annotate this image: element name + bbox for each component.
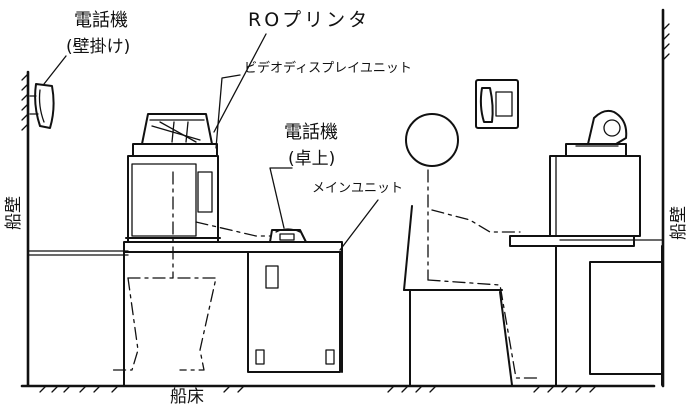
left-ship-wall <box>21 70 30 387</box>
label-video-display-unit: ビデオディスプレイユニット <box>244 60 412 76</box>
main-unit-cabinet <box>247 251 341 373</box>
label-main-unit: メインユニット <box>312 181 403 196</box>
left-operator-outline <box>111 171 271 371</box>
label-telephone-wall: 電話機 <box>74 10 128 31</box>
label-telephone-wall-sub: (壁掛け) <box>66 37 130 57</box>
label-ship-wall-right: 船壁 <box>669 206 689 240</box>
right-wall-telephone-icon <box>475 79 519 129</box>
label-telephone-desk-sub: (卓上) <box>288 149 335 169</box>
label-ship-floor: 船床 <box>170 387 204 407</box>
right-ship-wall <box>559 8 670 388</box>
seated-operator <box>405 113 541 379</box>
wall-telephone-icon <box>29 83 55 129</box>
left-console <box>111 113 343 386</box>
right-console <box>509 109 663 386</box>
ship-floor <box>20 384 656 393</box>
ro-printer <box>132 113 218 157</box>
chair <box>403 205 513 386</box>
label-telephone-desk: 電話機 <box>284 122 338 143</box>
desk-telephone-icon <box>269 228 307 243</box>
label-ro-printer: ROプリンタ <box>248 9 370 31</box>
label-ship-wall-left: 船壁 <box>4 196 24 230</box>
